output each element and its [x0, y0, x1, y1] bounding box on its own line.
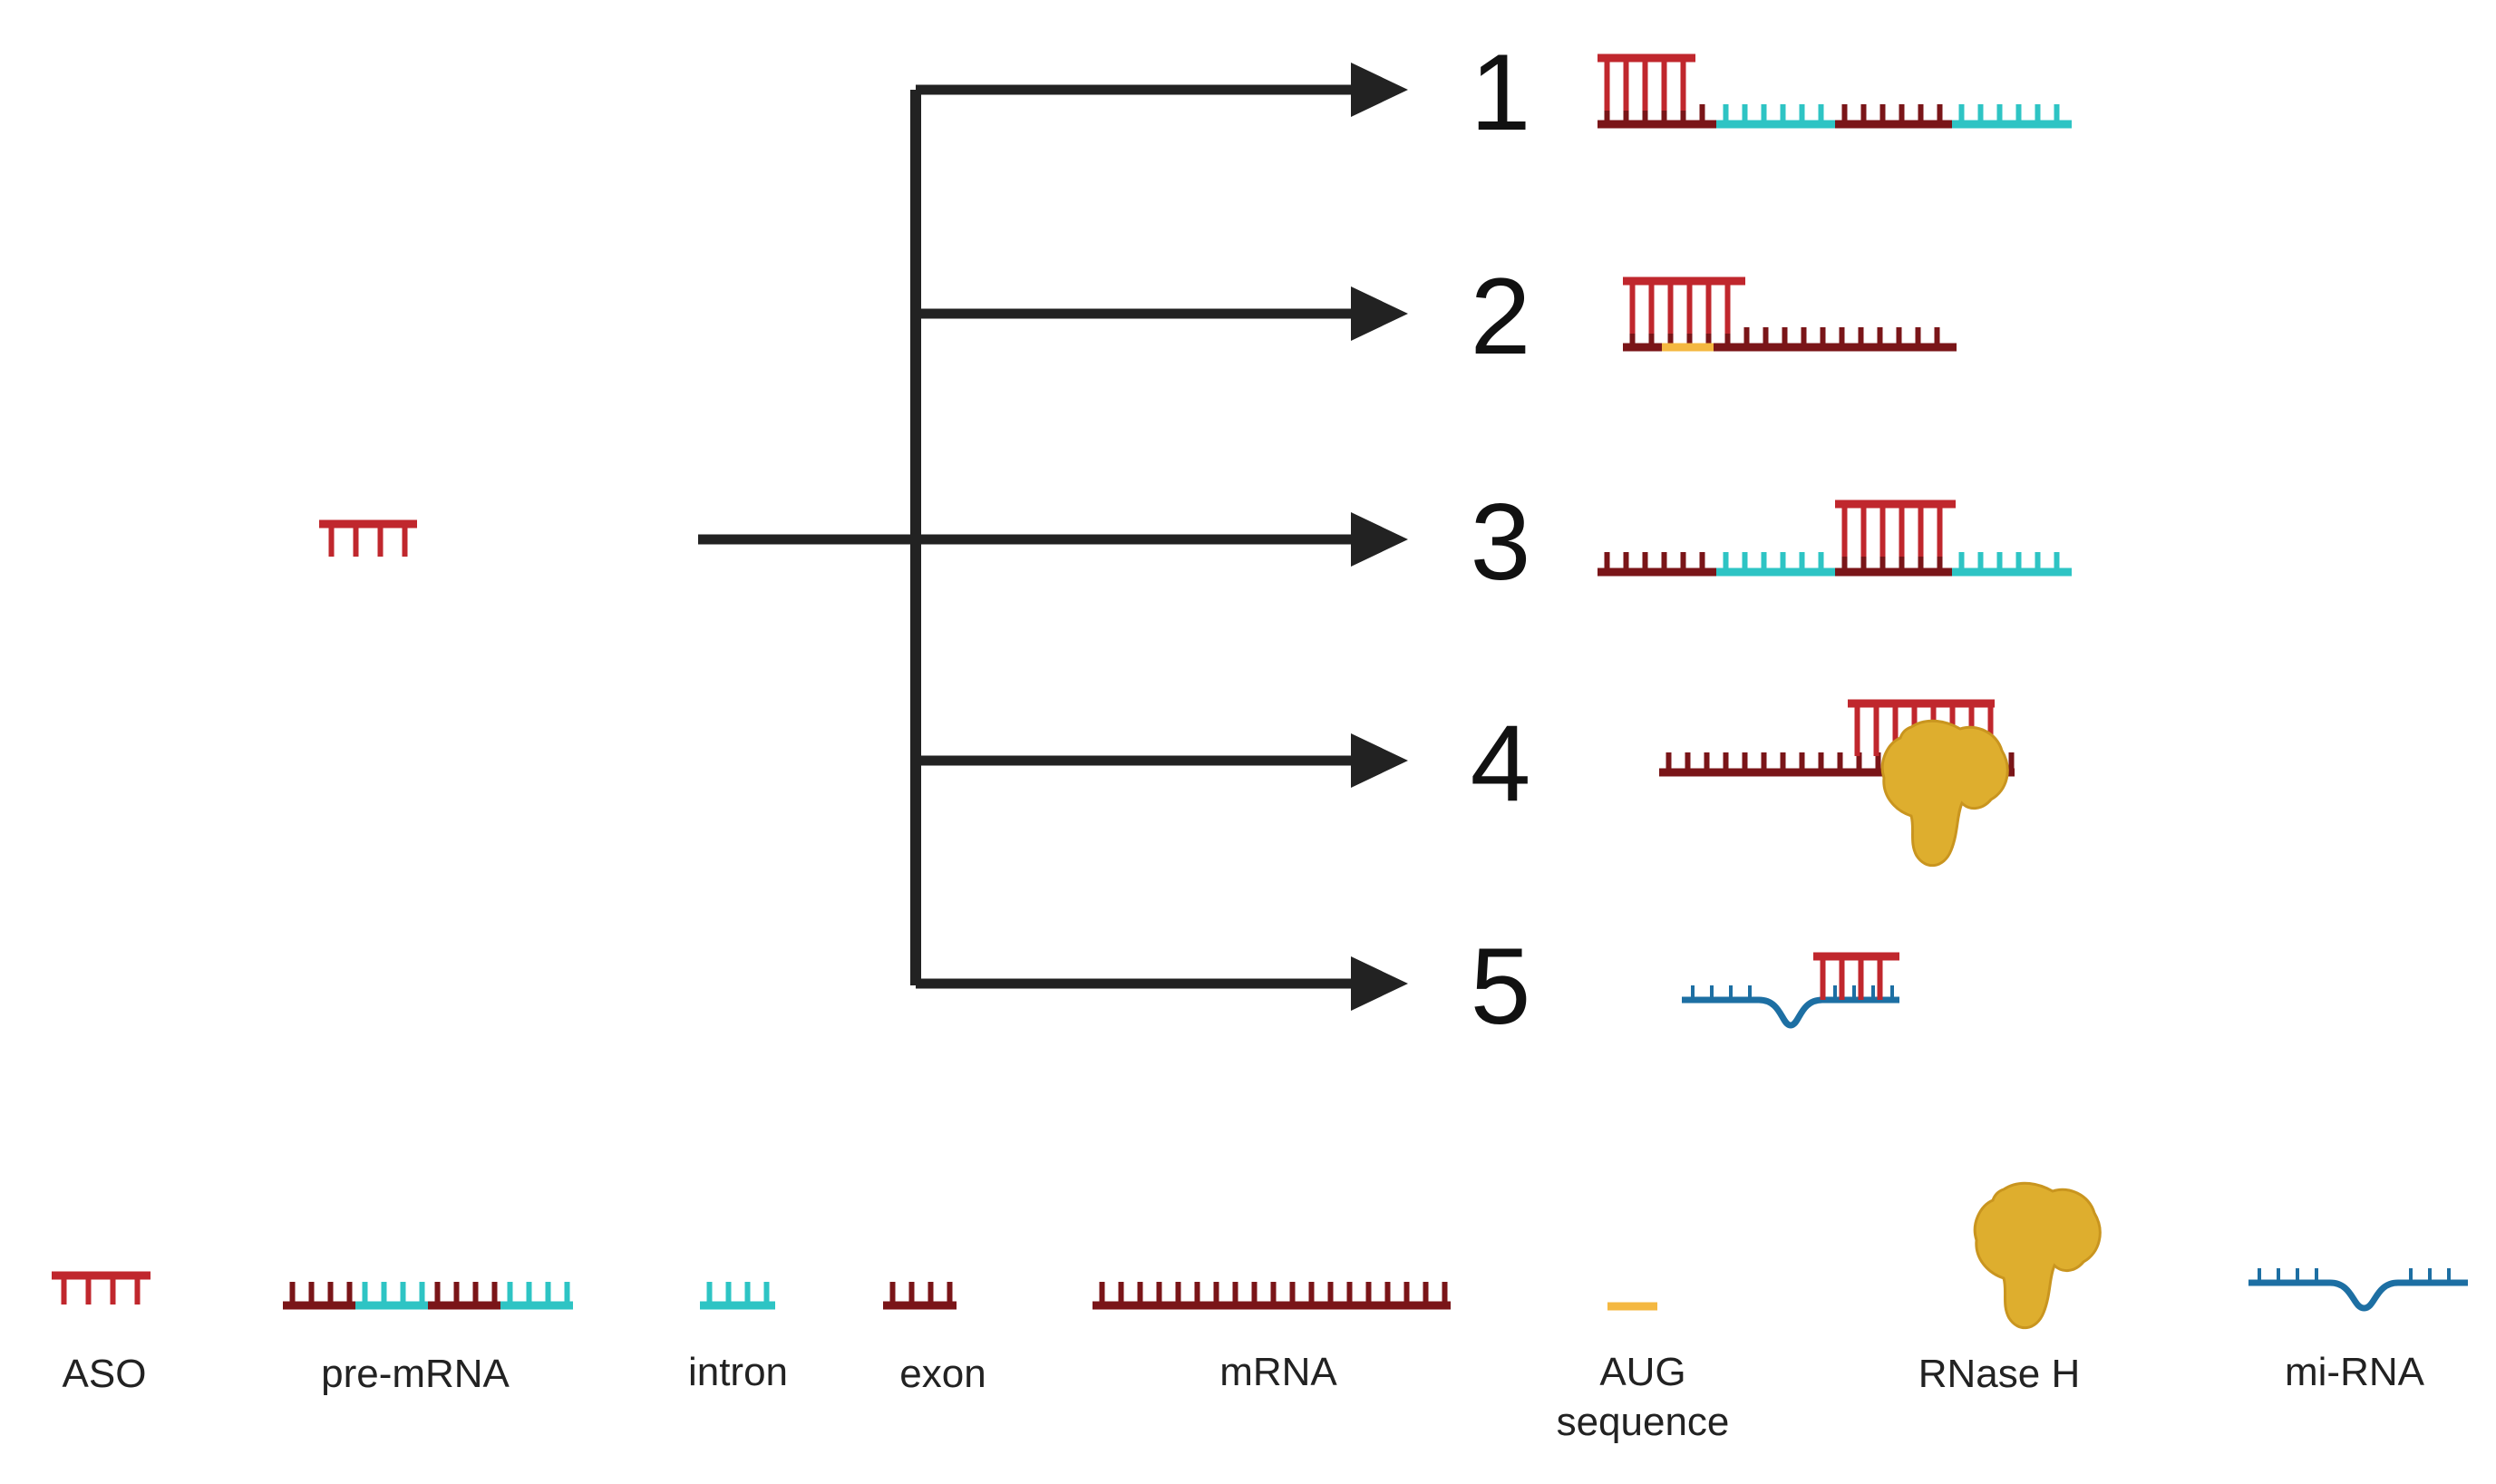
legend-pre-mrna-label: pre-mRNA — [321, 1352, 510, 1396]
mechanism-5-drawing — [1682, 952, 1899, 1029]
mechanism-4-drawing — [1659, 699, 2015, 868]
legend-mirna-label: mi-RNA — [2285, 1350, 2425, 1394]
branch-arrows — [916, 63, 1408, 1011]
branch-arrow-4-head — [1351, 733, 1408, 788]
mechanism-2-drawing — [1623, 276, 1957, 352]
mechanism-1-drawing — [1598, 53, 2072, 129]
branch-arrow-5-head — [1351, 956, 1408, 1011]
legend-icons — [52, 1181, 2468, 1330]
legend-rnase-icon — [1973, 1181, 2102, 1330]
legend-exon-label: exon — [899, 1352, 986, 1396]
mech5-mirna-backbone — [1682, 996, 1899, 1029]
legend-rnase-label: RNase H — [1918, 1352, 2081, 1396]
legend-labels: ASO pre-mRNA intron exon mRNA AUG sequen… — [63, 1350, 2425, 1444]
mech4-rnase-h — [1880, 719, 2009, 868]
mechanism-number-2: 2 — [1471, 256, 1531, 377]
legend-aug-label-line1: AUG — [1599, 1350, 1685, 1394]
mechanism-number-3: 3 — [1471, 481, 1531, 603]
mechanism-number-4: 4 — [1471, 703, 1531, 824]
legend-mrna-label: mRNA — [1219, 1350, 1337, 1394]
branch-arrow-2-head — [1351, 286, 1408, 341]
legend-intron-label: intron — [688, 1350, 788, 1394]
legend-aug-label-line2: sequence — [1557, 1400, 1730, 1444]
legend-aso-label: ASO — [63, 1352, 147, 1396]
mechanism-3-drawing — [1598, 500, 2072, 577]
input-aso-icon — [319, 519, 417, 557]
mechanism-number-1: 1 — [1471, 32, 1531, 153]
legend-mirna-icon-backbone — [2248, 1279, 2468, 1312]
branch-arrow-3-head — [1351, 512, 1408, 567]
mechanism-number-5: 5 — [1471, 926, 1531, 1047]
arrows-group — [539, 90, 921, 985]
mechanism-numbers: 1 2 3 4 5 — [1471, 32, 1531, 1047]
branch-arrow-1-head — [1351, 63, 1408, 117]
